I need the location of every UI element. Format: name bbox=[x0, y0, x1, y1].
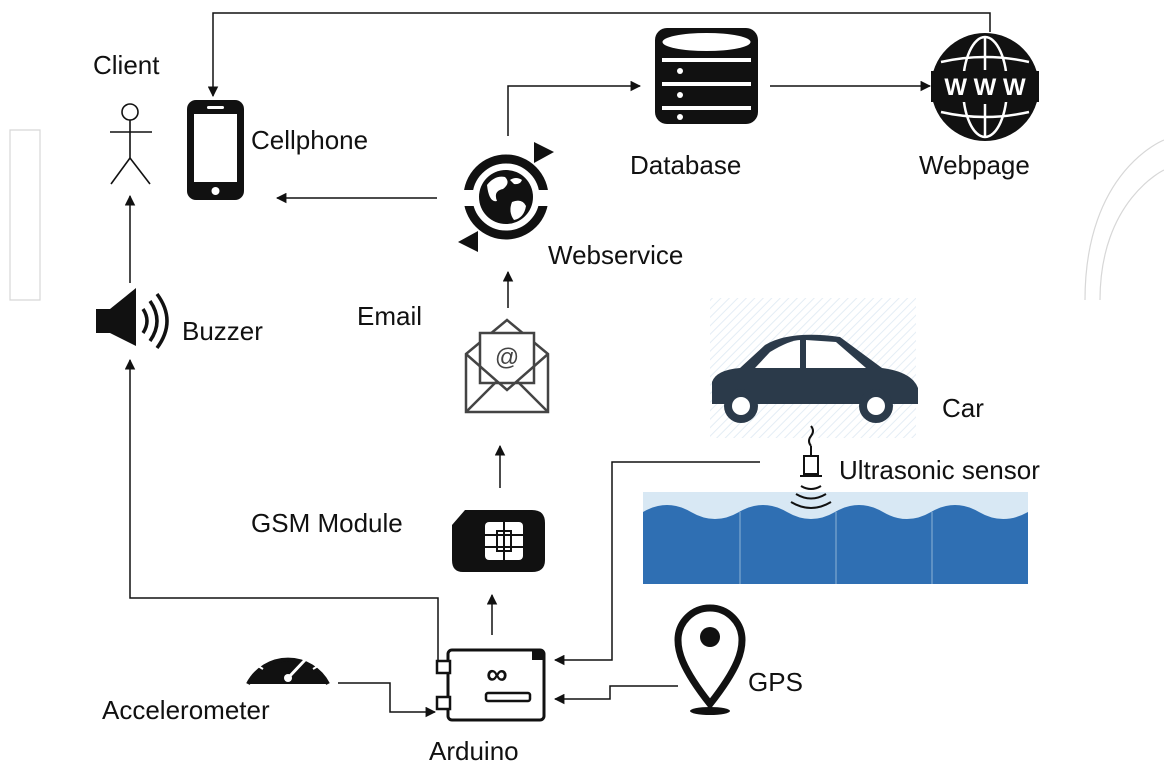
webservice-icon bbox=[455, 142, 557, 252]
gps-to-arduino-line bbox=[553, 685, 678, 705]
email-at-symbol: @ bbox=[495, 344, 519, 371]
gsm-module-icon bbox=[452, 510, 545, 572]
client-icon bbox=[110, 103, 152, 185]
arduino-icon: ∞ bbox=[435, 648, 546, 722]
www-text: W W W bbox=[944, 74, 1026, 101]
client-label: Client bbox=[93, 50, 160, 80]
cellphone-icon bbox=[187, 100, 244, 200]
database-icon bbox=[655, 28, 758, 124]
cellphone-label: Cellphone bbox=[251, 125, 369, 155]
database-label: Database bbox=[630, 150, 742, 180]
email-icon: @ bbox=[464, 318, 550, 414]
arduino-label: Arduino bbox=[429, 736, 519, 766]
gps-label: GPS bbox=[748, 667, 803, 697]
accelerometer-icon bbox=[246, 646, 330, 685]
arduino-infinity-symbol: ∞ bbox=[486, 658, 507, 691]
buzzer-label: Buzzer bbox=[182, 316, 263, 346]
car-icon bbox=[712, 334, 918, 423]
car-label: Car bbox=[942, 393, 984, 423]
webservice-to-database-line bbox=[507, 80, 642, 136]
watermark bbox=[9, 129, 1164, 301]
arduino-to-buzzer-line bbox=[124, 358, 439, 660]
connectors bbox=[124, 12, 991, 718]
ultrasonic-sensor-label: Ultrasonic sensor bbox=[839, 455, 1040, 485]
accelerometer-to-arduino-line bbox=[338, 682, 437, 718]
email-label: Email bbox=[357, 301, 423, 331]
webpage-label: Webpage bbox=[919, 150, 1030, 180]
webpage-globe-icon: W W W bbox=[931, 33, 1039, 141]
ultrasonic-sensor-icon bbox=[790, 425, 832, 509]
buzzer-icon bbox=[96, 288, 169, 350]
webpage-to-cellphone-line bbox=[207, 12, 991, 98]
accelerometer-label: Accelerometer bbox=[102, 695, 270, 725]
webservice-label: Webservice bbox=[548, 240, 684, 270]
gps-pin-icon bbox=[674, 604, 746, 715]
gsm-module-label: GSM Module bbox=[251, 508, 403, 538]
sensor-to-arduino-line bbox=[553, 461, 760, 666]
